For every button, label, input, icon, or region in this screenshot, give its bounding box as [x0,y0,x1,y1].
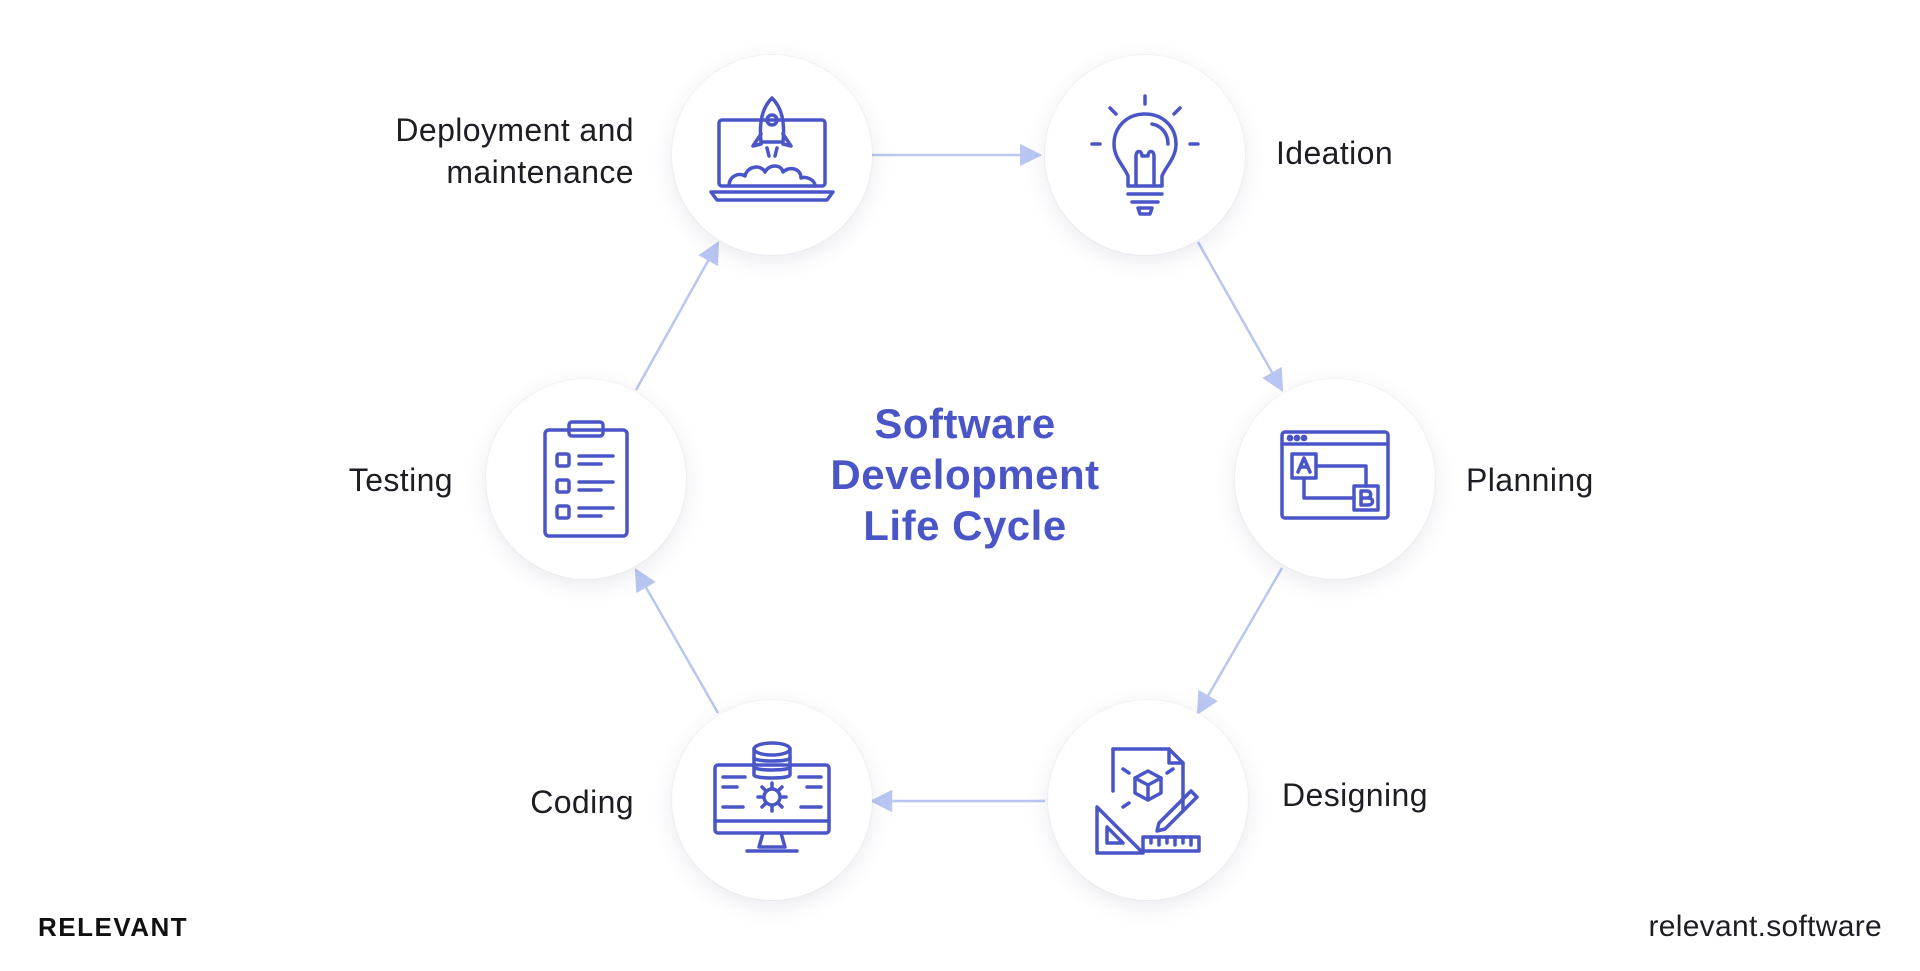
label-testing: Testing [348,462,453,498]
label-ideation: Ideation [1276,135,1394,171]
lightbulb-icon [1090,94,1200,216]
stage-ideation [1045,55,1245,255]
brand-logo: RELEVANT [38,912,189,942]
arrow-coding-to-testing [634,568,720,714]
title-line-2: Development [830,451,1100,498]
monitor-database-gear-icon [713,741,831,853]
title-line-1: Software [874,400,1056,447]
site-url[interactable]: relevant.software [1648,910,1882,943]
title-line-3: Life Cycle [863,502,1067,549]
arrow-ideation-to-planning [1196,241,1284,392]
label-designing: Designing [1282,777,1428,813]
arrow-testing-to-deployment [634,241,720,391]
label-deployment-line-2: maintenance [446,154,634,190]
label-deployment-line-1: Deployment and [395,112,634,148]
ab-flowchart-window-icon [1280,430,1390,520]
label-deployment: Deployment and maintenance [395,109,634,193]
label-coding: Coding [530,784,634,820]
stage-testing [486,379,686,579]
stage-deployment [672,55,872,255]
laptop-rocket-icon [709,96,835,202]
design-tools-icon [1095,747,1201,855]
stage-coding [672,700,872,900]
arrow-planning-to-designing [1196,567,1284,715]
stage-designing [1048,700,1248,900]
stage-planning [1235,379,1435,579]
label-planning: Planning [1466,462,1594,498]
diagram-title: Software Development Life Cycle [775,398,1155,551]
clipboard-checklist-icon [543,420,629,538]
